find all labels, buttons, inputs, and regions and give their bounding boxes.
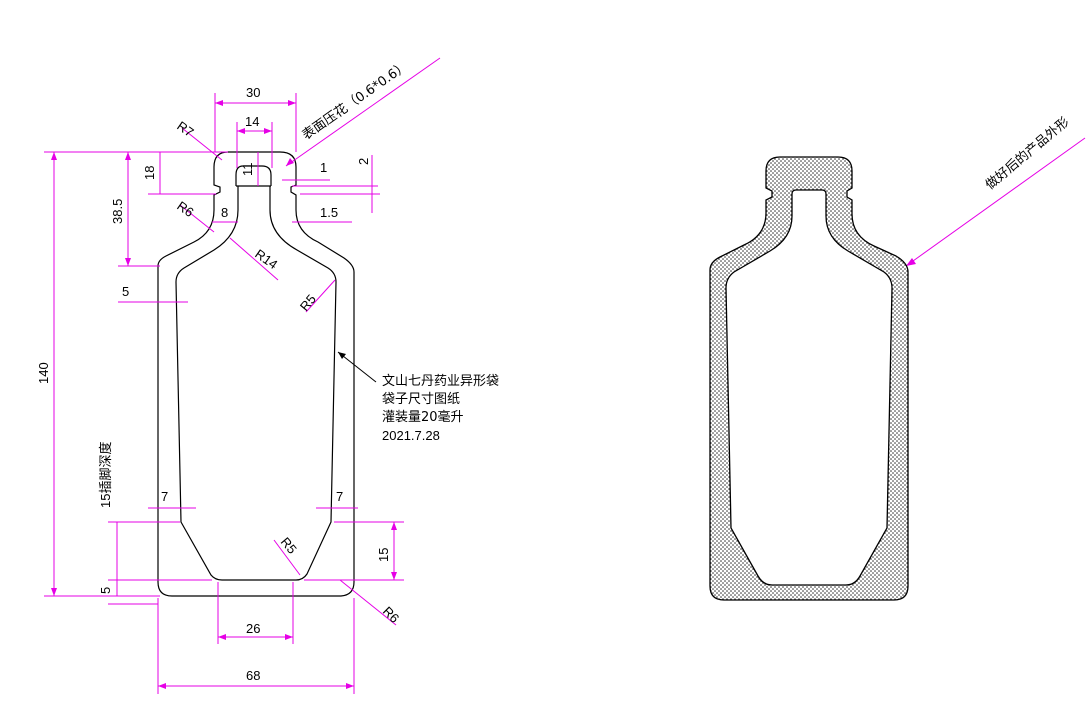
dim-5-bottom: 5 [98,587,113,594]
dim-26: 26 [246,621,260,636]
title-leader [337,351,377,383]
dim-140: 140 [36,362,51,384]
dim-r5-lower: R5 [278,534,300,556]
dim-r6-bottom: R6 [380,604,402,626]
title-block: 文山七丹药业异形袋 袋子尺寸图纸 灌装量20毫升 2021.7.28 [382,374,499,443]
dim-18: 18 [142,166,157,180]
dim-1-5: 1.5 [320,205,338,220]
dim-68: 68 [246,668,260,683]
dimension-lines [44,57,1086,694]
dim-1: 1 [320,160,327,175]
dim-2: 2 [356,158,371,165]
finished-product [709,156,909,601]
dim-insert-depth: 15插脚深度 [98,442,113,508]
dim-30: 30 [246,85,260,100]
dim-r6-top: R6 [174,198,196,220]
dim-14: 14 [245,114,259,129]
title-line-1: 文山七丹药业异形袋 [382,374,499,389]
dim-15-right: 15 [376,548,391,562]
product-label: 做好后的产品外形 [982,114,1072,193]
title-line-4: 2021.7.28 [382,428,440,443]
title-line-3: 灌装量20毫升 [382,409,464,425]
dim-7-left: 7 [161,489,168,504]
dim-38-5: 38.5 [110,199,125,224]
dim-7-right: 7 [336,489,343,504]
dim-11: 11 [240,163,255,177]
title-line-2: 袋子尺寸图纸 [382,392,460,407]
dim-r5-upper: R5 [297,292,319,314]
texture-note: 表面压花（0.6*0.6） [299,58,411,143]
bag-outline-left [157,151,355,597]
arrow-heads [51,100,916,689]
dim-5-side: 5 [122,284,129,299]
dim-8: 8 [221,205,228,220]
dim-r14: R14 [252,246,280,272]
dimension-labels: 30 14 R7 11 1 2 18 R6 8 1.5 38.5 R14 5 R… [36,85,402,683]
